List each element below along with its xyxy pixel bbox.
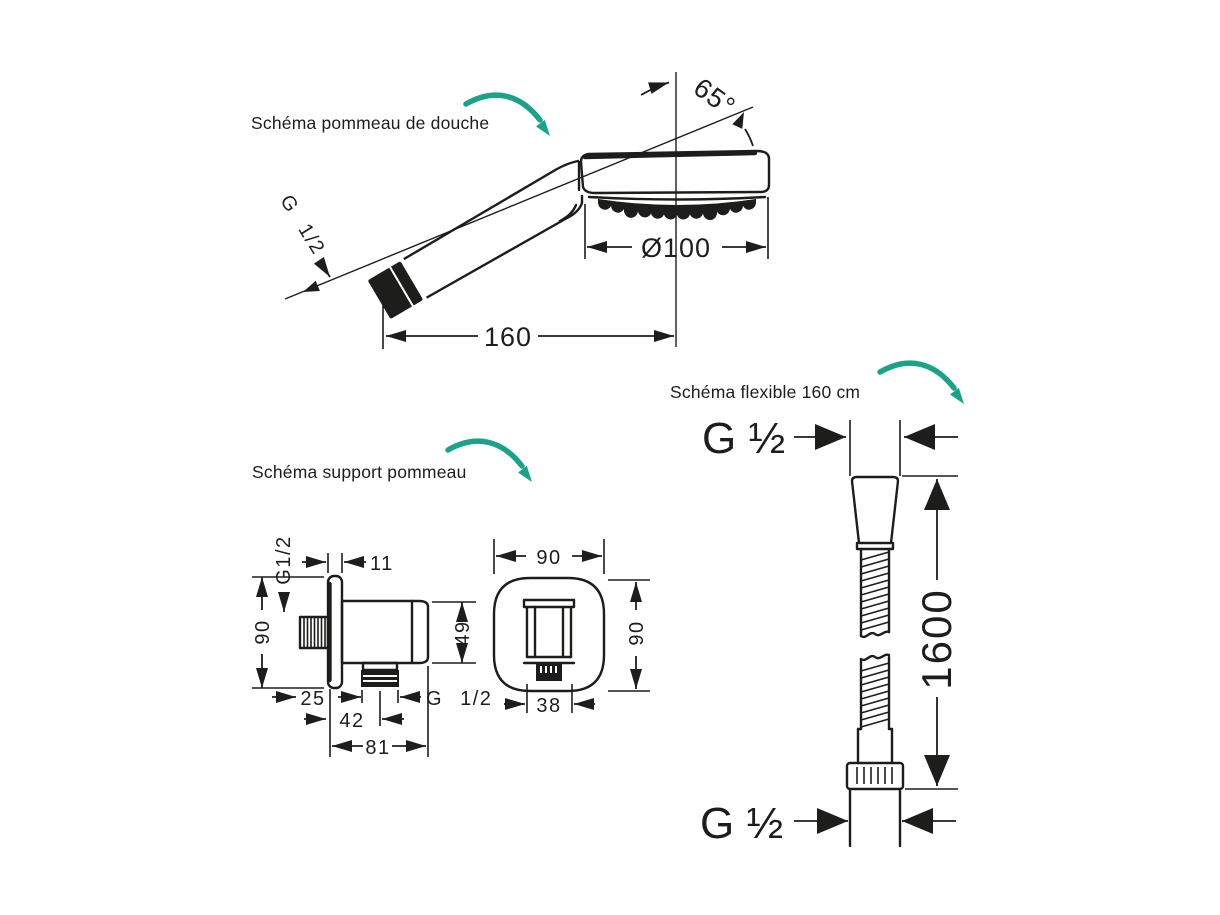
hose-nut — [845, 761, 905, 791]
dim-front-height-text: 90 — [626, 620, 648, 645]
dim-thread-text: G 1/2 — [275, 191, 329, 259]
dim-holder-width: 38 — [504, 684, 595, 717]
pommeau-label: Schéma pommeau de douche — [251, 113, 489, 133]
dim-hose-length: 1600 — [902, 475, 960, 790]
flexible-diagram: Schéma flexible 160 cm G ½ — [670, 363, 964, 848]
outlet-thread — [361, 661, 399, 687]
curved-arrow-icon — [880, 363, 964, 404]
dim-side-height: 90 — [252, 576, 324, 689]
support-label: Schéma support pommeau — [252, 462, 467, 482]
shower-handle — [368, 159, 584, 319]
dim-offset-wall: 25 — [272, 688, 325, 710]
dim-offset-outlet-text: 42 — [339, 710, 364, 732]
dim-depth: 81 — [332, 737, 426, 759]
hose-end-tube — [848, 787, 902, 848]
shower-head — [577, 149, 771, 221]
dim-body-height-text: 49 — [452, 620, 474, 645]
dim-depth-text: 81 — [365, 737, 390, 759]
dim-diameter-text: Ø100 — [641, 233, 711, 263]
dim-plate-thickness-text: 11 — [370, 553, 394, 575]
dim-body-height: 49 — [432, 601, 476, 664]
dim-hose-length-text: 1600 — [913, 588, 960, 689]
dim-offset-outlet: 42 — [304, 710, 404, 732]
dim-length-text: 160 — [484, 322, 532, 352]
dim-front-width-text: 90 — [536, 547, 561, 569]
dim-plate-thickness: 11 — [302, 553, 394, 575]
support-side-view: G1/2 90 11 — [252, 535, 492, 759]
dim-outlet-thread-text: G 1/2 — [426, 688, 492, 710]
dim-handle-thread: G 1/2 — [275, 191, 331, 278]
holder — [522, 598, 576, 681]
dim-holder-width-text: 38 — [536, 695, 561, 717]
inlet-thread — [298, 615, 330, 650]
flexible-label: Schéma flexible 160 cm — [670, 382, 860, 402]
dim-hose-thread-top: G ½ — [702, 414, 958, 476]
spray-face — [598, 199, 756, 221]
dim-angle: 65° — [640, 72, 754, 147]
hose-spiral-upper — [859, 547, 891, 639]
dim-diameter: Ø100 — [584, 197, 769, 263]
support-diagram: Schéma support pommeau — [252, 441, 650, 759]
dim-offset-wall-text: 25 — [300, 688, 325, 710]
dim-hose-thread-bottom-text: G ½ — [700, 799, 783, 848]
dim-hose-thread-bottom: G ½ — [700, 799, 956, 848]
dim-outlet-thread: G 1/2 — [338, 688, 492, 710]
dim-side-height-text: 90 — [252, 619, 274, 644]
dim-length: 160 — [382, 292, 674, 352]
dim-inlet-thread: G1/2 — [273, 535, 295, 612]
hose-spiral-lower — [859, 653, 891, 731]
dim-front-width: 90 — [493, 539, 605, 574]
dim-inlet-thread-text: G1/2 — [273, 535, 295, 584]
support-front-view: 90 90 38 — [492, 539, 650, 717]
handle-thread-connector — [368, 257, 428, 319]
axis-line — [284, 106, 754, 300]
dim-hose-thread-top-text: G ½ — [702, 414, 785, 463]
pommeau-diagram: Schéma pommeau de douche 65° — [251, 72, 771, 352]
hose — [845, 475, 905, 848]
axis-arrowhead — [303, 280, 320, 292]
dim-front-height: 90 — [608, 579, 650, 692]
